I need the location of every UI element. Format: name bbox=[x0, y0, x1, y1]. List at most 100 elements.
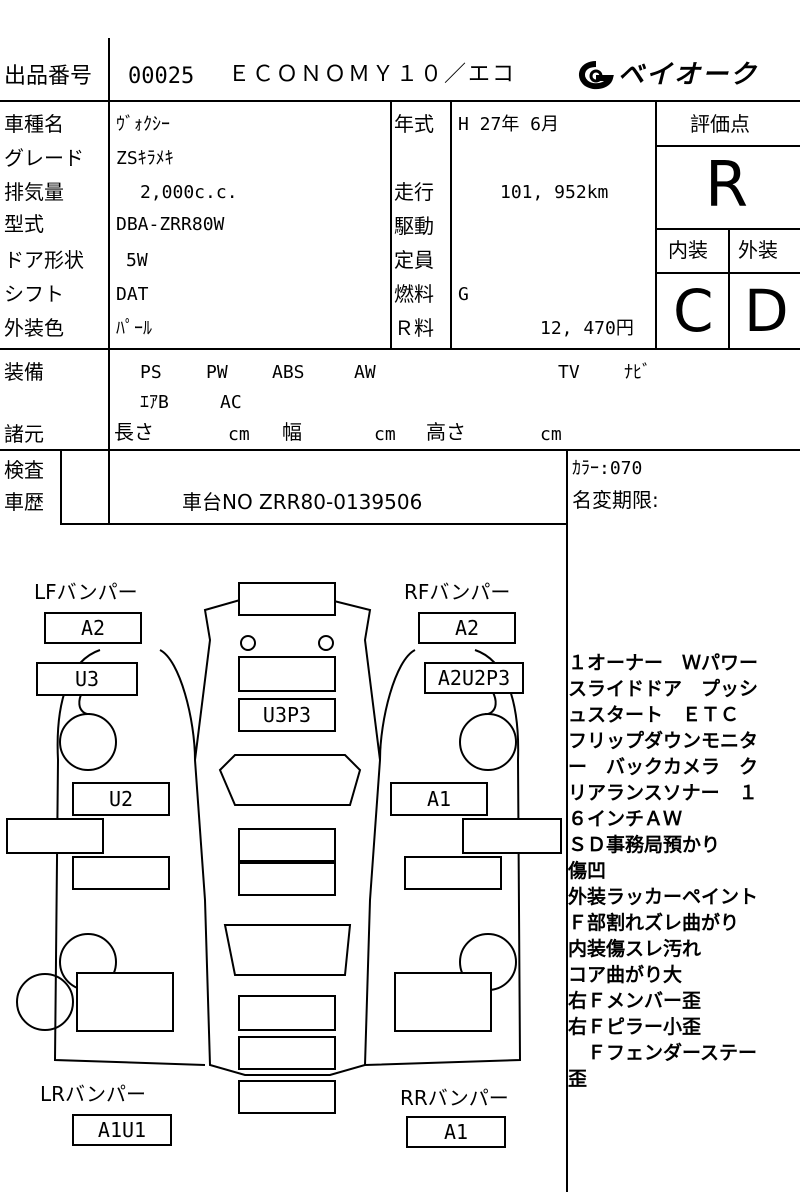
equip-aw: AW bbox=[354, 362, 376, 383]
fuel-value: G bbox=[458, 284, 469, 305]
remark-line: Ｆ部割れズレ曲がり bbox=[568, 912, 740, 934]
equip-navi: ﾅﾋﾞ bbox=[624, 362, 651, 383]
rear-panel bbox=[238, 1036, 336, 1070]
rf-bumper-label: RFバンパー bbox=[404, 580, 511, 604]
brand-logo-icon bbox=[578, 61, 614, 90]
history-label: 車歴 bbox=[4, 490, 44, 514]
remark-line: ６インチＡＷ bbox=[568, 808, 683, 830]
header-divider bbox=[108, 38, 110, 100]
lf-bumper-damage: A2 bbox=[44, 612, 142, 644]
type-label: 型式 bbox=[4, 212, 44, 236]
displacement-label: 排気量 bbox=[4, 180, 64, 204]
remark-line: ュスタート ＥＴＣ bbox=[568, 704, 740, 726]
score-line-1 bbox=[655, 145, 800, 147]
score-line-3 bbox=[655, 272, 800, 274]
displacement-value: 2,000c.c. bbox=[140, 182, 238, 203]
model-label: 車種名 bbox=[4, 112, 64, 136]
windshield bbox=[218, 754, 362, 806]
remark-line: 右Ｆピラー小歪 bbox=[568, 1016, 702, 1038]
left-side-outline bbox=[53, 649, 206, 1066]
rf-bumper-damage: A2 bbox=[418, 612, 516, 644]
roof-panel-2 bbox=[238, 862, 336, 896]
exterior-score: D bbox=[744, 277, 789, 345]
hood-damage: U3P3 bbox=[238, 698, 336, 732]
lr-bumper-damage: A1U1 bbox=[72, 1114, 172, 1146]
remark-line: コア曲がり大 bbox=[568, 964, 683, 986]
inspection-divider-right bbox=[566, 449, 568, 1192]
rr-bumper-label: RRバンパー bbox=[400, 1086, 509, 1110]
equip-airbag: ｴｱB bbox=[140, 392, 169, 413]
name-change-deadline: 名変期限: bbox=[572, 488, 659, 512]
door-label: ドア形状 bbox=[4, 248, 84, 272]
recycle-label: Ｒ料 bbox=[394, 316, 434, 340]
drive-label: 駆動 bbox=[394, 214, 434, 238]
door-value: 5W bbox=[126, 250, 148, 271]
spec-height-unit: cm bbox=[540, 424, 562, 445]
color-code: ｶﾗｰ:070 bbox=[572, 458, 643, 479]
color-value: ﾊﾟｰﾙ bbox=[116, 318, 152, 339]
hood-panel-upper bbox=[238, 656, 336, 692]
header-bottom-line bbox=[0, 100, 800, 102]
equip-ac: AC bbox=[220, 392, 242, 413]
col-divider-1 bbox=[108, 100, 110, 525]
brand-logo-text: ベイオーク bbox=[618, 60, 759, 90]
specs-label: 諸元 bbox=[4, 422, 44, 446]
remarks: １オーナー Ｗパワー スライドドア プッシ ュスタート ＥＴＣ フリップダウンモ… bbox=[568, 650, 798, 1092]
mileage-label: 走行 bbox=[394, 180, 434, 204]
right-quarter-panel bbox=[394, 972, 492, 1032]
lr-bumper-label: LRバンパー bbox=[40, 1082, 147, 1106]
fuel-label: 燃料 bbox=[394, 282, 434, 306]
overall-score: R bbox=[705, 148, 749, 221]
vehicle-bottom-line bbox=[0, 348, 800, 350]
grade-value: ZSｷﾗﾒｷ bbox=[116, 148, 174, 169]
col-divider-3 bbox=[450, 100, 452, 348]
right-mirror-panel bbox=[462, 818, 562, 854]
roof-panel-1 bbox=[238, 828, 336, 862]
left-quarter-panel bbox=[76, 972, 174, 1032]
wheel-rf bbox=[459, 713, 517, 771]
exterior-score-label: 外装 bbox=[738, 238, 778, 262]
year-value: H 27年 6月 bbox=[458, 114, 560, 135]
spec-length-label: 長さ bbox=[114, 420, 154, 444]
remark-line: 傷凹 bbox=[568, 860, 607, 882]
chassis-number: 車台NO ZRR80-0139506 bbox=[182, 490, 423, 514]
spare-circle bbox=[16, 973, 74, 1031]
inspection-divider-left bbox=[60, 449, 62, 525]
left-mirror-panel bbox=[6, 818, 104, 854]
equip-pw: PW bbox=[206, 362, 228, 383]
left-rear-door-panel bbox=[72, 856, 170, 890]
lf-bumper-label: LFバンパー bbox=[34, 580, 138, 604]
score-line-2 bbox=[655, 228, 800, 230]
remark-line: ＳＤ事務局預かり bbox=[568, 834, 721, 856]
remark-line: スライドドア プッシ bbox=[568, 678, 759, 700]
col-divider-2 bbox=[390, 100, 392, 348]
equip-abs: ABS bbox=[272, 362, 305, 383]
specs-bottom-line bbox=[0, 449, 800, 451]
left-front-door-damage: U2 bbox=[72, 782, 170, 816]
spec-width-label: 幅 bbox=[282, 420, 302, 444]
right-front-door-damage: A1 bbox=[390, 782, 488, 816]
right-rear-door-panel bbox=[404, 856, 502, 890]
left-front-fender-damage: U3 bbox=[36, 662, 138, 696]
grade-banner: ＥＣＯＮＯＭＹ１０／エコ bbox=[228, 62, 517, 87]
rear-bumper-panel bbox=[238, 1080, 336, 1114]
inspection-bottom-line bbox=[60, 523, 568, 525]
type-value: DBA-ZRR80W bbox=[116, 214, 225, 235]
grade-label: グレード bbox=[4, 146, 84, 170]
recycle-value: 12, 470円 bbox=[540, 318, 634, 339]
shift-label: シフト bbox=[4, 282, 64, 306]
remark-line: Ｆフェンダーステー bbox=[568, 1042, 758, 1064]
remark-line: 右Ｆメンバー歪 bbox=[568, 990, 702, 1012]
interior-score-label: 内装 bbox=[668, 238, 708, 262]
spec-height-label: 高さ bbox=[426, 420, 466, 444]
capacity-label: 定員 bbox=[394, 248, 434, 272]
remark-line: リアランスソナー １ bbox=[568, 782, 758, 804]
lot-label: 出品番号 bbox=[4, 64, 93, 89]
equip-tv: TV bbox=[558, 362, 580, 383]
remark-line: 内装傷スレ汚れ bbox=[568, 938, 702, 960]
right-front-fender-damage: A2U2P3 bbox=[424, 662, 524, 694]
shift-value: DAT bbox=[116, 284, 149, 305]
rear-window bbox=[223, 924, 352, 976]
equipment-label: 装備 bbox=[4, 360, 44, 384]
remark-line: フリップダウンモニタ bbox=[568, 730, 759, 752]
